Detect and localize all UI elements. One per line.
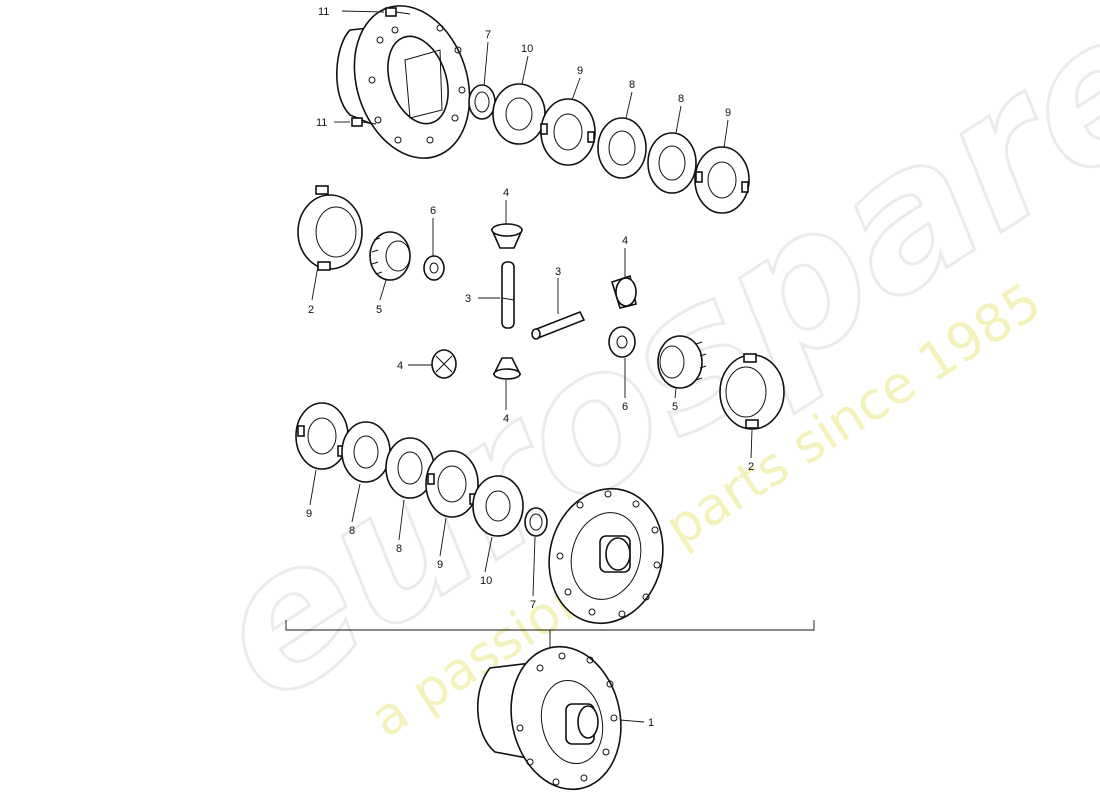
callout-7: 7 xyxy=(485,29,491,41)
callout-8: 8 xyxy=(678,93,684,105)
callout-2: 2 xyxy=(748,461,754,473)
callout-9: 9 xyxy=(577,65,583,77)
callout-1: 1 xyxy=(648,717,654,729)
callout-7: 7 xyxy=(530,599,536,611)
complete-differential-assembly xyxy=(476,645,622,791)
assembly-bracket xyxy=(285,620,815,650)
callout-6: 6 xyxy=(622,401,628,413)
outer-clutch-disc-bottom-2 xyxy=(425,450,479,518)
callout-8: 8 xyxy=(349,525,355,537)
pinion-gear-right xyxy=(611,274,637,309)
callout-10: 10 xyxy=(521,43,533,55)
side-gear-right xyxy=(657,335,707,389)
callout-10: 10 xyxy=(480,575,492,587)
callout-6: 6 xyxy=(430,205,436,217)
callout-4: 4 xyxy=(622,235,628,247)
callout-labels: 11 11 7 10 9 8 8 9 2 5 6 4 3 3 4 4 4 6 5… xyxy=(306,6,754,729)
bolt-upper xyxy=(385,7,411,17)
callout-11: 11 xyxy=(318,6,329,18)
callout-8: 8 xyxy=(629,79,635,91)
bolt-lower xyxy=(351,117,377,127)
watermark: eurospares a passion for parts since 198… xyxy=(172,0,1100,750)
callout-4: 4 xyxy=(503,187,509,199)
outer-clutch-disc-top-1 xyxy=(540,98,596,166)
thrust-washer-top xyxy=(468,84,496,120)
thrust-washer-gear-top xyxy=(423,255,445,281)
cross-shaft-diagonal xyxy=(531,310,586,340)
shim-ring-bottom xyxy=(472,475,524,537)
leader-lines xyxy=(309,10,753,723)
callout-11: 11 xyxy=(316,117,327,129)
callout-5: 5 xyxy=(672,401,678,413)
pinion-gear-left xyxy=(431,349,457,379)
differential-housing xyxy=(548,487,664,625)
callout-8: 8 xyxy=(396,543,402,555)
thrust-washer-bottom xyxy=(524,507,548,537)
pressure-ring-right xyxy=(719,353,785,430)
cross-shaft-vertical xyxy=(501,261,515,329)
pinion-gear-top xyxy=(490,223,524,249)
shim-ring-top xyxy=(492,83,546,145)
callout-9: 9 xyxy=(437,559,443,571)
pressure-ring-left xyxy=(297,185,363,271)
callout-3: 3 xyxy=(465,293,471,305)
callout-4: 4 xyxy=(503,413,509,425)
callout-2: 2 xyxy=(308,304,314,316)
thrust-washer-gear-right xyxy=(608,326,636,358)
callout-4: 4 xyxy=(397,360,403,372)
differential-cover xyxy=(336,5,471,159)
callout-9: 9 xyxy=(306,508,312,520)
outer-clutch-disc-top-2 xyxy=(694,146,750,214)
side-gear-left xyxy=(369,231,411,281)
inner-clutch-disc-top-1 xyxy=(597,117,647,179)
outer-clutch-disc-bottom-1 xyxy=(295,402,349,470)
callout-5: 5 xyxy=(376,304,382,316)
inner-clutch-disc-bottom-1 xyxy=(341,421,391,483)
callout-9: 9 xyxy=(725,107,731,119)
callout-3: 3 xyxy=(555,266,561,278)
inner-clutch-disc-top-2 xyxy=(647,132,697,194)
pinion-gear-bottom xyxy=(492,357,522,380)
